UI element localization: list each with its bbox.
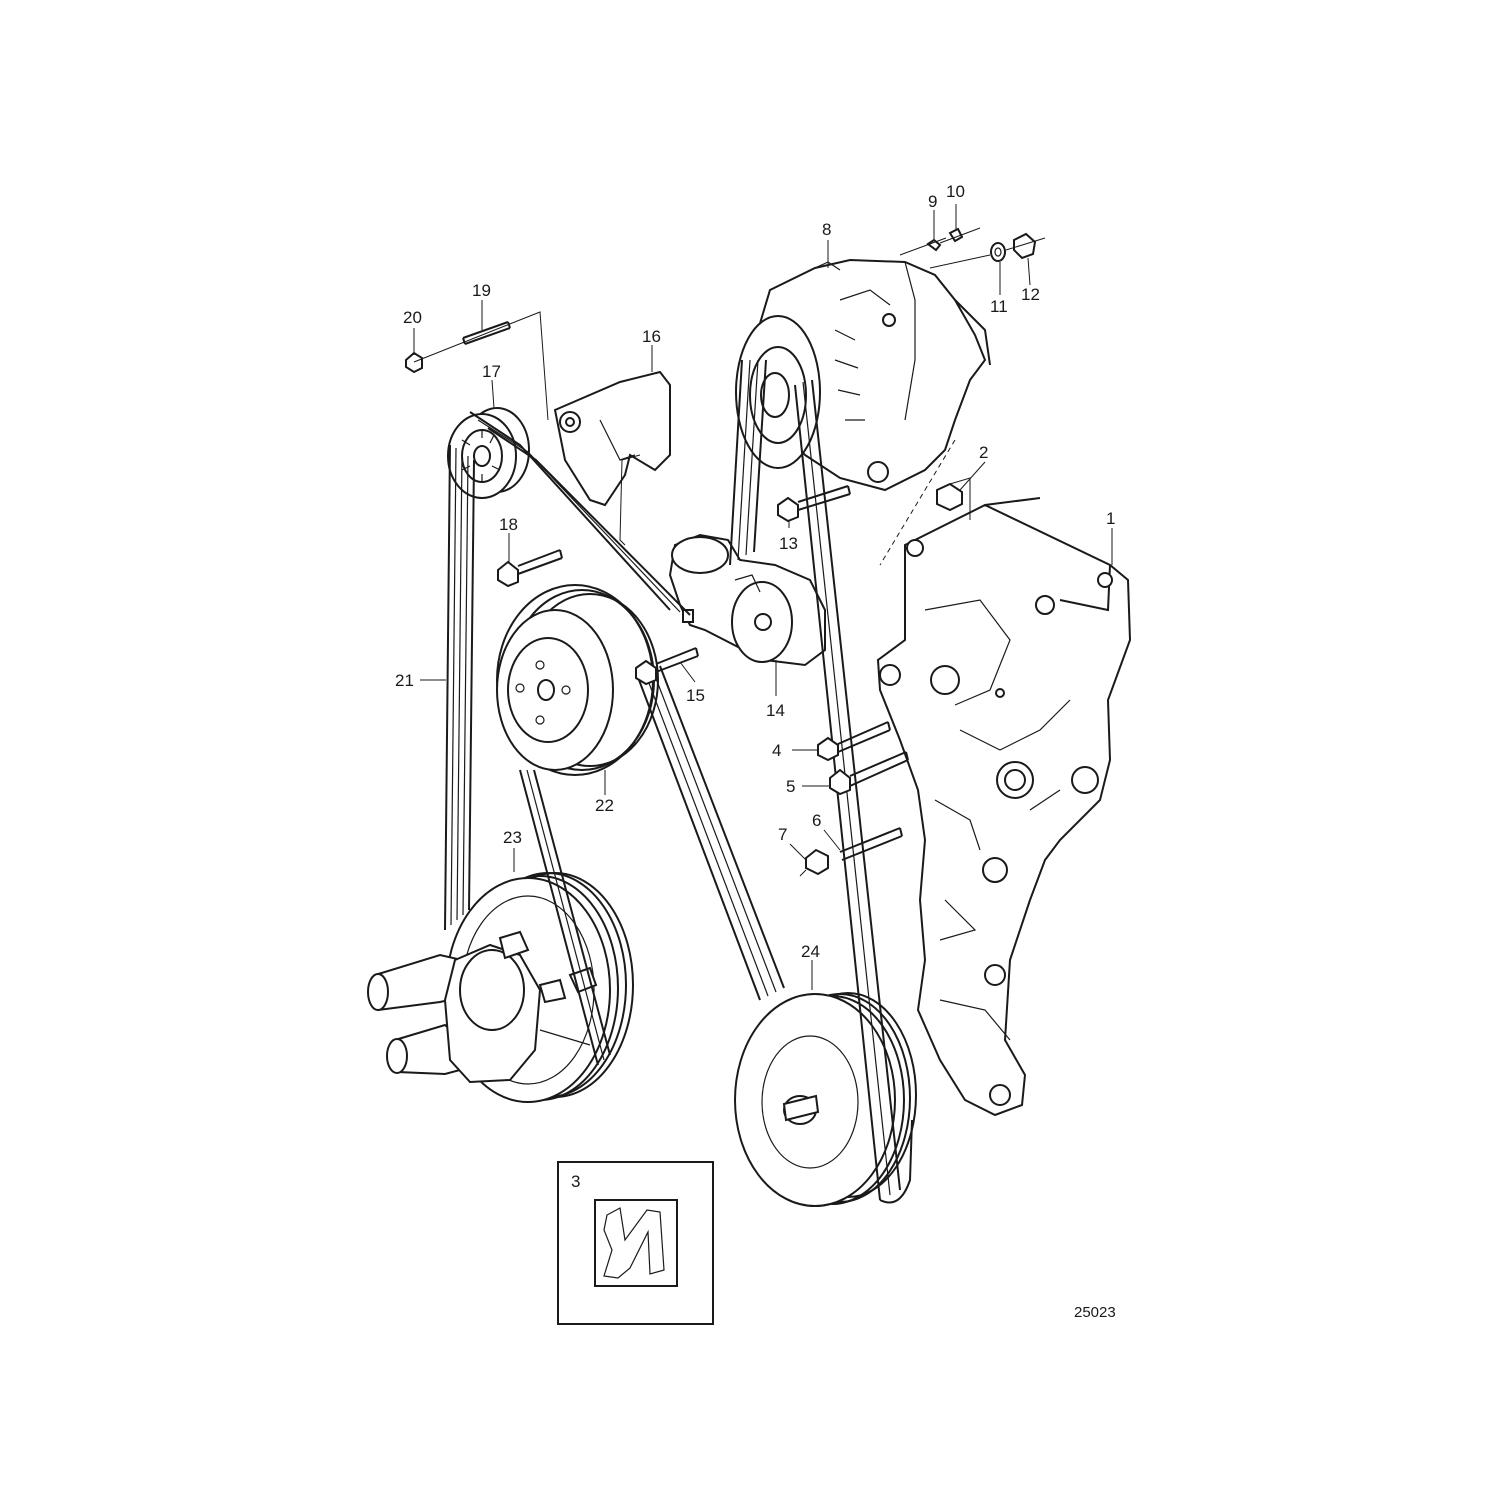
belt-kit-inset bbox=[557, 1161, 714, 1325]
callout-14: 14 bbox=[766, 701, 785, 720]
callout-11: 11 bbox=[990, 297, 1008, 316]
drive-belt-21 bbox=[444, 411, 691, 931]
callout-22: 22 bbox=[595, 796, 614, 815]
callout-6: 6 bbox=[812, 811, 821, 830]
water-pump bbox=[367, 872, 634, 1103]
belt-tensioner bbox=[668, 533, 826, 667]
callout-16: 16 bbox=[642, 327, 661, 346]
callout-13: 13 bbox=[779, 534, 798, 553]
alternator bbox=[735, 258, 991, 492]
callout-8: 8 bbox=[822, 220, 831, 239]
tensioner-bracket bbox=[553, 370, 671, 507]
idler-pulley bbox=[447, 407, 530, 499]
crankshaft-pulley bbox=[496, 584, 659, 776]
callout-23: 23 bbox=[503, 828, 522, 847]
callout-24: 24 bbox=[801, 942, 820, 961]
power-steering-pulley bbox=[734, 992, 917, 1207]
callout-15: 15 bbox=[686, 686, 705, 705]
callout-21: 21 bbox=[395, 671, 414, 690]
alignment-line bbox=[879, 439, 956, 566]
callout-17: 17 bbox=[482, 362, 501, 381]
callout-10: 10 bbox=[946, 182, 965, 201]
diagram-number: 25023 bbox=[1074, 1304, 1116, 1321]
drive-belt-22 bbox=[519, 665, 785, 1066]
callout-9: 9 bbox=[928, 192, 937, 211]
callout-4: 4 bbox=[772, 741, 781, 760]
callout-labels: 1 2 3 4 5 6 7 8 9 10 11 12 13 14 15 16 1… bbox=[395, 182, 1115, 1191]
callout-18: 18 bbox=[499, 515, 518, 534]
callout-7: 7 bbox=[778, 825, 787, 844]
callout-12: 12 bbox=[1021, 285, 1040, 304]
callout-20: 20 bbox=[403, 308, 422, 327]
engine-bracket bbox=[876, 497, 1132, 1117]
callout-2: 2 bbox=[979, 443, 988, 462]
callout-19: 19 bbox=[472, 281, 491, 300]
callout-5: 5 bbox=[786, 777, 795, 796]
leader-lines bbox=[413, 204, 1113, 990]
callout-3: 3 bbox=[571, 1172, 580, 1191]
fasteners bbox=[405, 227, 1046, 877]
callout-1: 1 bbox=[1106, 509, 1115, 528]
